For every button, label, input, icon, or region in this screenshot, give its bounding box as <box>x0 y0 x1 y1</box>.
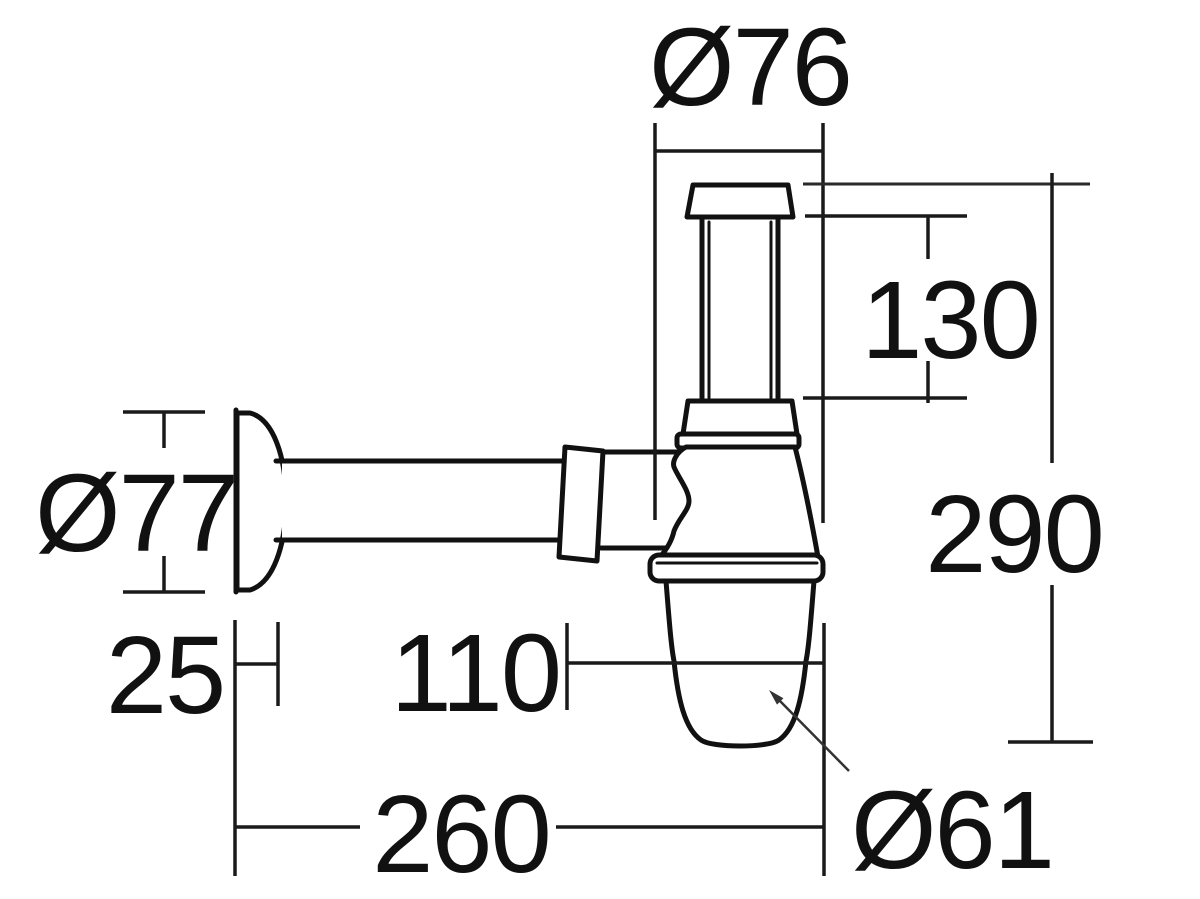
dim-label-cup-diameter: Ø61 <box>851 769 1053 892</box>
dim-overall-height: 290 <box>925 173 1105 744</box>
compression-nut <box>556 444 606 564</box>
dim-label-overall-height: 290 <box>925 473 1103 596</box>
dim-wall-to-body: 260 <box>235 623 826 896</box>
leader-arrowhead-icon <box>769 690 784 705</box>
leader-line <box>778 699 850 772</box>
trap-body <box>657 444 821 560</box>
dim-flange-depth: 25 <box>106 614 280 876</box>
dim-label-wall-to-body: 260 <box>372 773 550 896</box>
dim-top-diameter: Ø76 <box>649 6 853 523</box>
wall-flange <box>234 410 289 593</box>
body-top-nut <box>680 398 800 437</box>
inlet-pipe-fill <box>282 463 570 538</box>
dim-label-inlet-pipe-length: 130 <box>861 259 1039 382</box>
body-rim <box>647 552 826 584</box>
dim-body-width: 110 <box>391 612 824 735</box>
dim-cup-diameter: Ø61 <box>769 690 1055 892</box>
dim-label-body-width: 110 <box>391 612 560 735</box>
vertical-pipe <box>699 214 781 404</box>
top-flange <box>684 182 796 220</box>
sleeve-fill <box>601 455 683 545</box>
dim-label-top-diameter: Ø76 <box>649 6 851 129</box>
trap-figure <box>233 182 826 749</box>
dim-label-flange-diameter: Ø77 <box>35 452 237 575</box>
dim-label-flange-depth: 25 <box>106 614 224 737</box>
dim-inlet-pipe-length: 130 <box>803 182 1090 403</box>
dim-flange-diameter: Ø77 <box>35 410 239 594</box>
